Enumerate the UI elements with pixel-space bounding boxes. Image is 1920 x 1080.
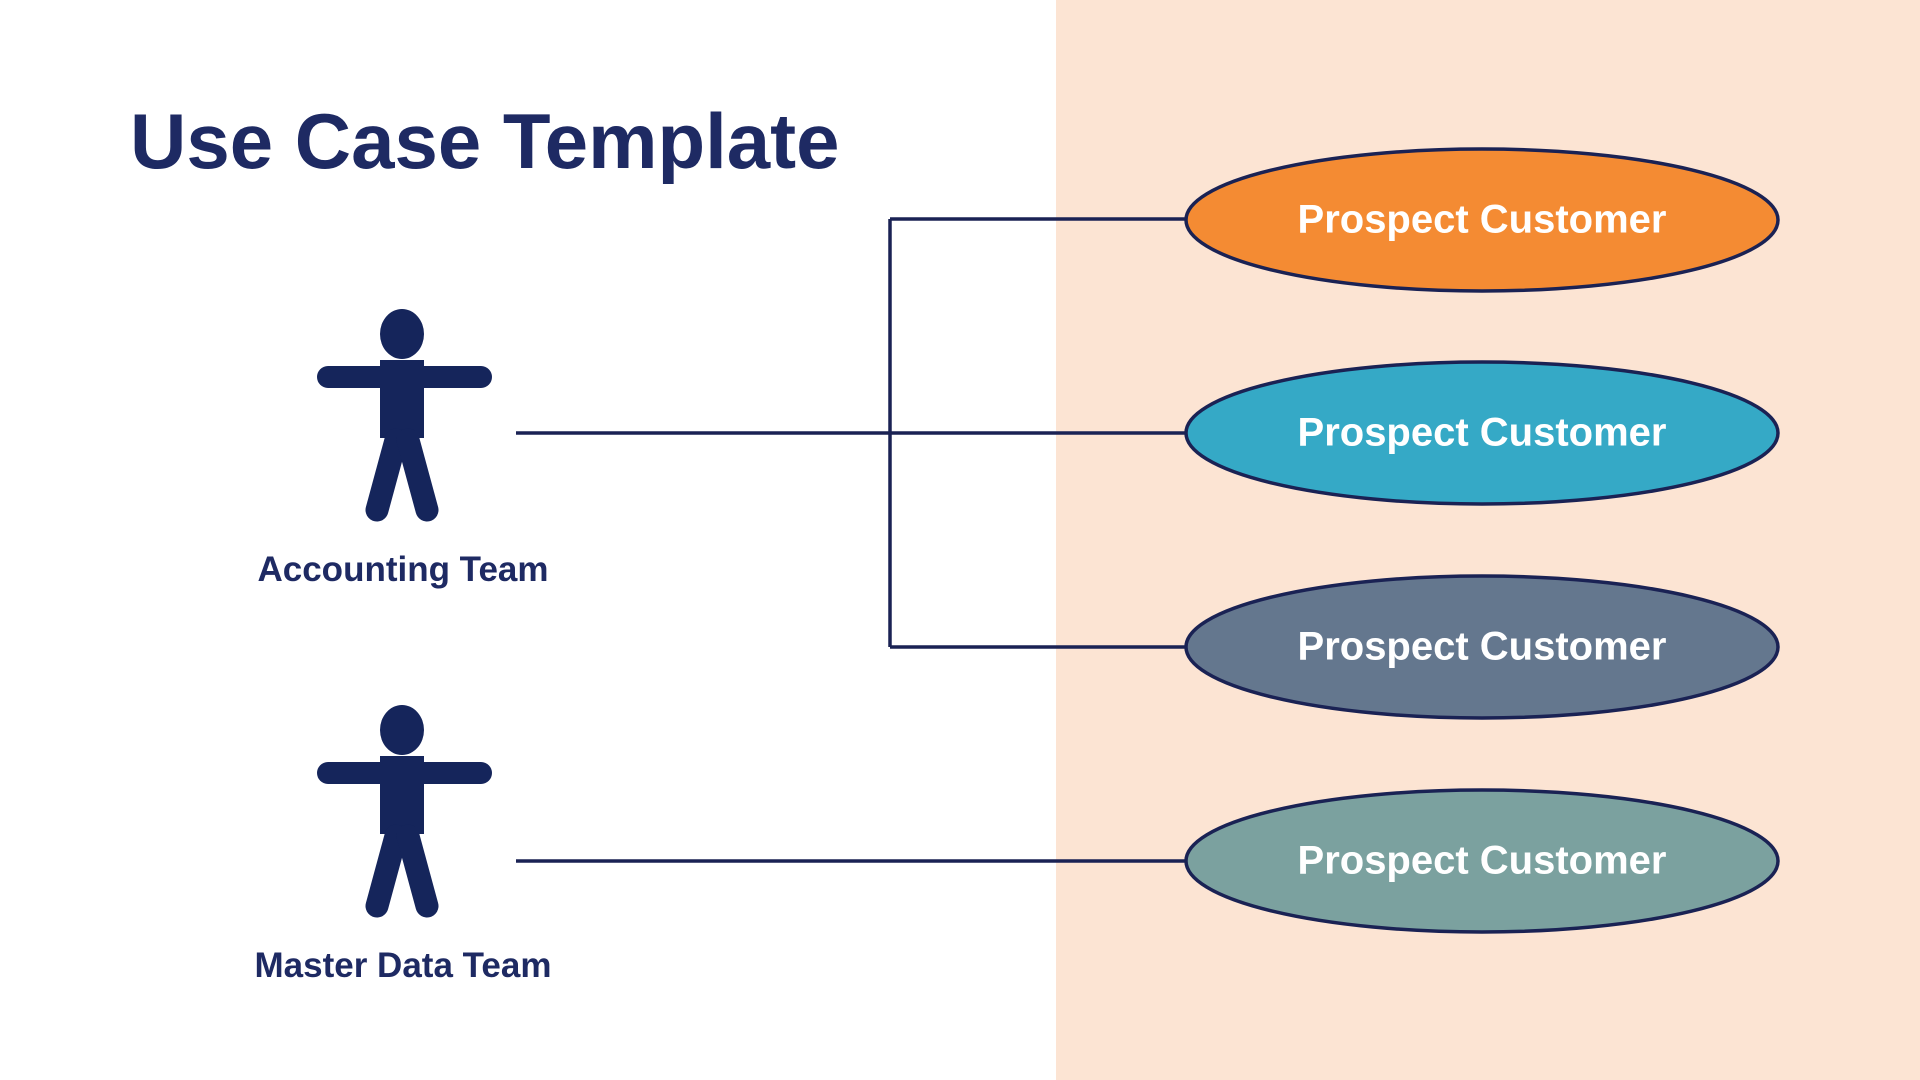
use-case-ellipse-2 xyxy=(1184,360,1780,506)
actor2-right-leg xyxy=(396,824,439,918)
use-case-ellipse-1 xyxy=(1184,147,1780,293)
actor2-left-leg xyxy=(365,824,408,918)
use-case-label-2: Prospect Customer xyxy=(1297,410,1667,455)
page-title: Use Case Template xyxy=(130,97,840,185)
use-case-label-1: Prospect Customer xyxy=(1297,197,1667,242)
actor1-head xyxy=(380,309,424,359)
actor1-right-leg xyxy=(396,428,439,522)
use-case-label-3: Prospect Customer xyxy=(1297,624,1667,669)
actor2-head xyxy=(380,705,424,755)
actor1-left-leg xyxy=(365,428,408,522)
actor-figure-accounting xyxy=(317,309,492,522)
use-case-ellipse-4 xyxy=(1184,788,1780,934)
connector-lines xyxy=(516,217,1188,863)
use-case-ellipse-3 xyxy=(1184,574,1780,720)
actor-label-accounting-team: Accounting Team xyxy=(257,550,549,589)
actor-label-master-data-team: Master Data Team xyxy=(254,946,552,985)
use-case-label-4: Prospect Customer xyxy=(1297,838,1667,883)
actor-figure-master-data xyxy=(317,705,492,918)
